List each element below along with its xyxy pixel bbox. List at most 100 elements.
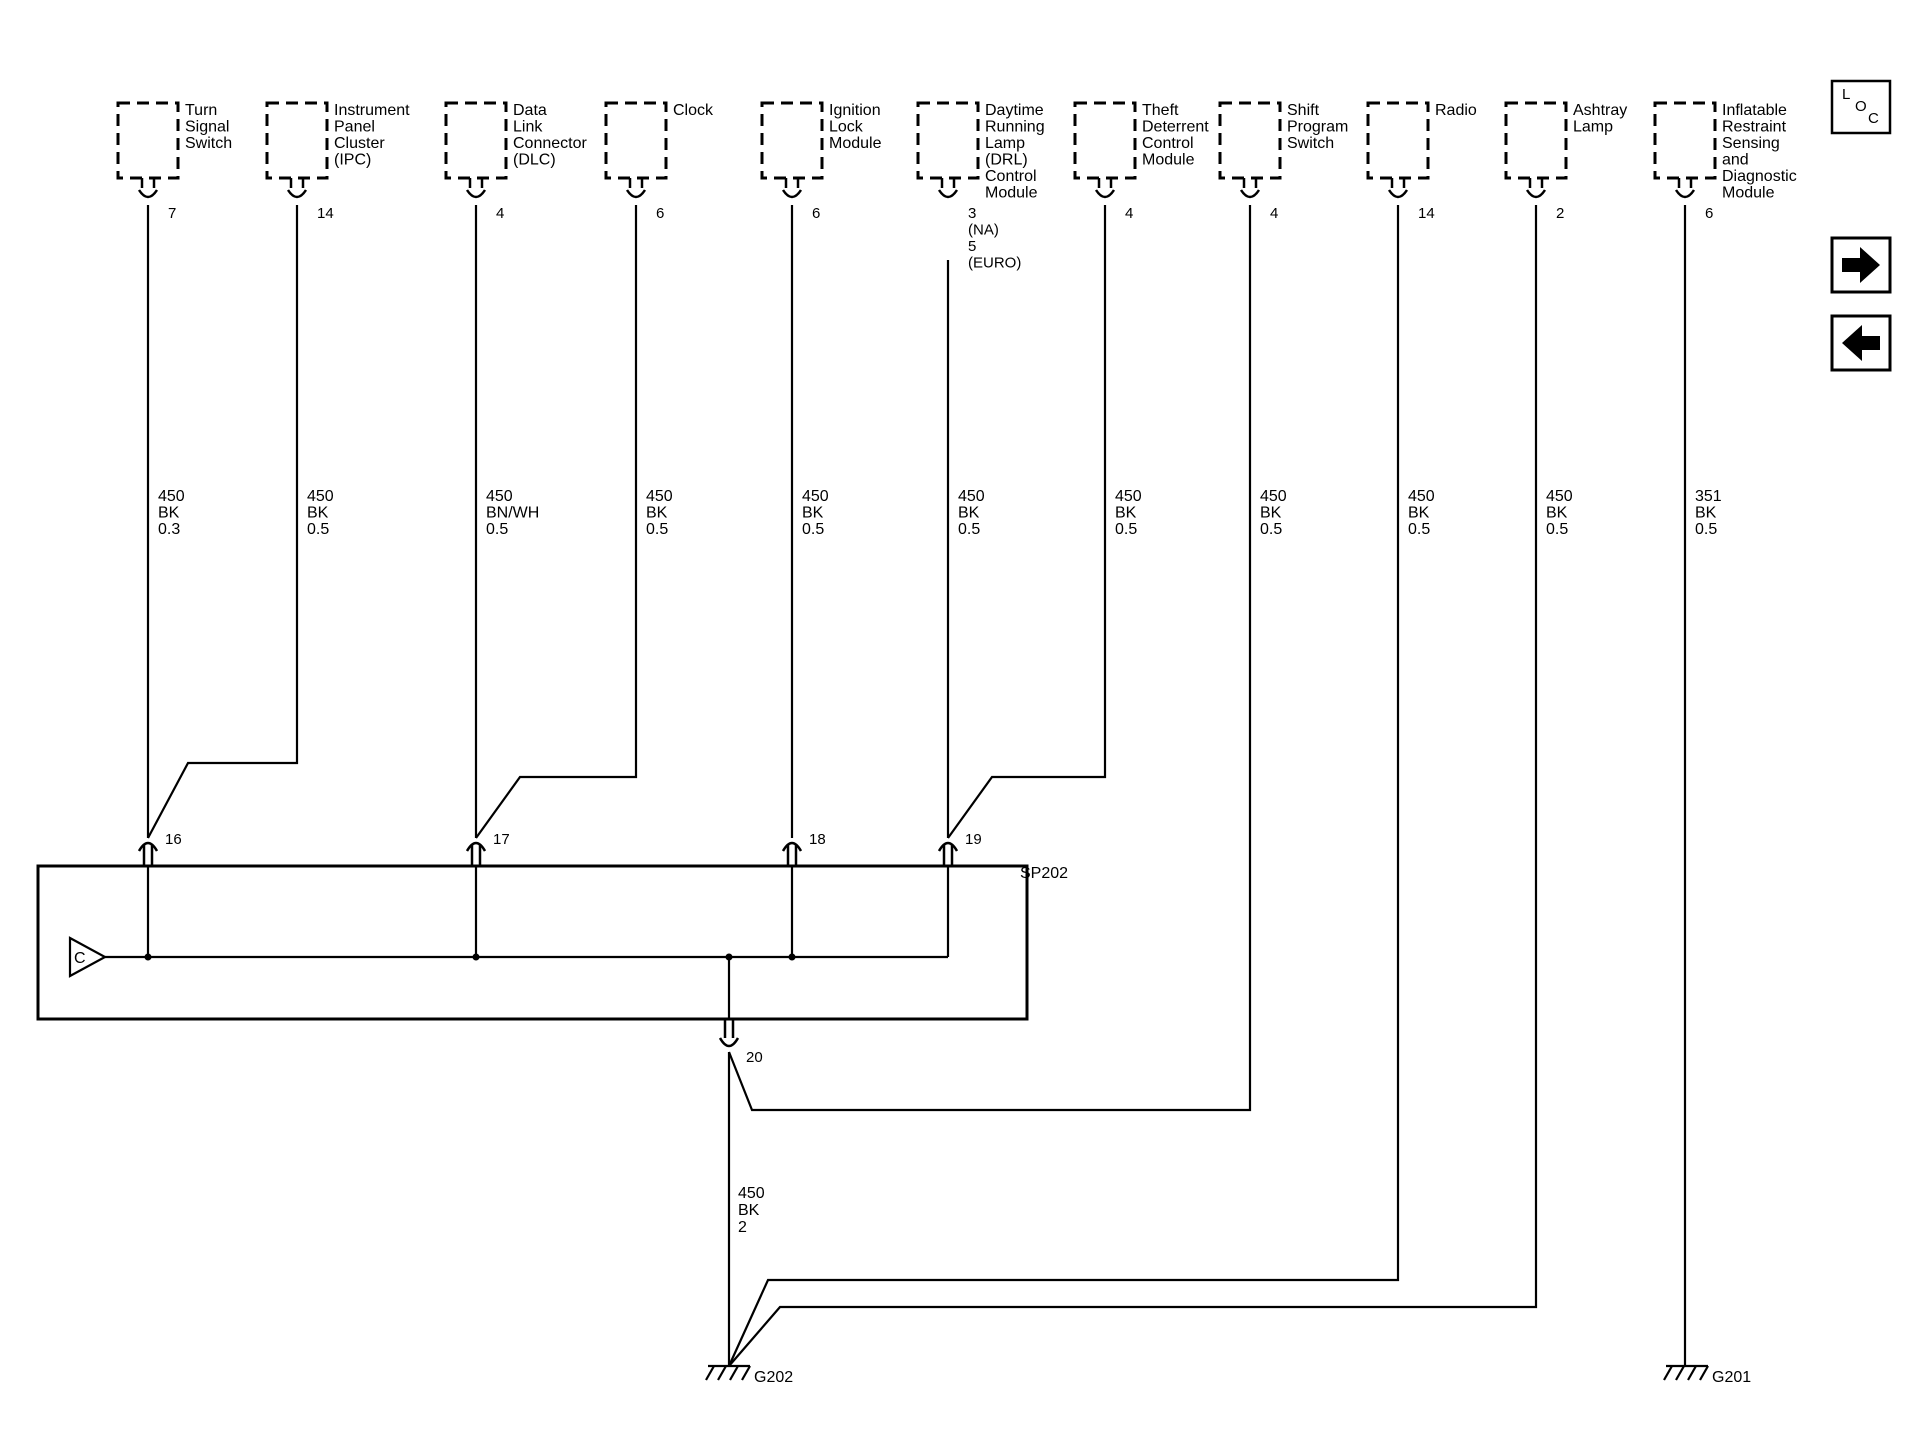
wire-label: 450 <box>1546 488 1573 505</box>
pin-number: 6 <box>656 205 664 222</box>
arrow-left-icon <box>1842 325 1880 361</box>
component-name-line: Switch <box>185 135 232 152</box>
component-name-line: Running <box>985 119 1045 136</box>
pin-number: (EURO) <box>968 255 1021 272</box>
terminal-cup <box>1525 189 1547 199</box>
splice-connector-label: C <box>74 950 86 967</box>
wire-label: BK <box>802 505 824 522</box>
component-name-line: Control <box>985 168 1037 185</box>
terminal-cup <box>781 841 803 852</box>
terminal-cup <box>625 189 647 199</box>
loc-letter-l: L <box>1842 86 1850 103</box>
loc-letter-c: C <box>1868 110 1879 127</box>
wire-label: 0.5 <box>1695 521 1717 538</box>
component-name-line: Instrument <box>334 102 410 119</box>
component-name-line: Cluster <box>334 135 385 152</box>
wire-label: 0.5 <box>486 521 508 538</box>
ground-wire-color: BK <box>738 1202 760 1219</box>
ground-wire-label: 450 BK 2 <box>738 1185 765 1236</box>
component-box <box>444 101 508 180</box>
component-name-line: Data <box>513 102 547 119</box>
component-name-line: Link <box>513 119 543 136</box>
pin-number: 4 <box>1270 205 1278 222</box>
wire-label: BK <box>1695 505 1717 522</box>
wire-label: BK <box>646 505 668 522</box>
splice-output-20: 20 <box>718 1019 763 1066</box>
component-name-line: Module <box>1142 152 1195 169</box>
loc-button[interactable]: L O C <box>1830 79 1892 135</box>
component-box <box>116 101 180 180</box>
wire-label: 0.5 <box>646 521 668 538</box>
component-name-line: Turn <box>185 102 217 119</box>
wire-label: BK <box>307 505 329 522</box>
pin-number: 2 <box>1556 205 1564 222</box>
terminal-cup <box>1094 189 1116 199</box>
wire-theft-deterrent <box>947 205 1107 839</box>
arrow-right-icon <box>1842 247 1880 283</box>
splice-junction-dot <box>472 953 480 961</box>
splice-junction-dot <box>144 953 152 961</box>
component-name-line: (IPC) <box>334 152 371 169</box>
next-page-button[interactable] <box>1830 236 1892 294</box>
splice-junction-dot <box>788 953 796 961</box>
component-name-line: Diagnostic <box>1722 168 1797 185</box>
ground-wire-size: 2 <box>738 1219 747 1236</box>
pin-number: 6 <box>812 205 820 222</box>
component-name-line: (DLC) <box>513 152 556 169</box>
wire-radio <box>727 205 1400 1367</box>
splice-input-16: 16 <box>137 831 182 866</box>
ground-g201: G201 <box>1663 1364 1751 1386</box>
terminal-cup <box>465 841 487 852</box>
wire-clock <box>475 205 638 839</box>
component-name-line: Lock <box>829 119 864 136</box>
component-name-line: Control <box>1142 135 1194 152</box>
component-name-line: Panel <box>334 119 375 136</box>
wire-label: 0.5 <box>1115 521 1137 538</box>
pin-number: 3 <box>968 205 976 222</box>
wire-shift-program-switch <box>727 205 1252 1112</box>
component-name-line: Shift <box>1287 102 1320 119</box>
component-inflatable-restraint-sensing-and-diagnostic-module: InflatableRestraintSensingandDiagnosticM… <box>1653 101 1797 538</box>
terminal-cup <box>286 189 308 199</box>
terminal-cup <box>937 189 959 199</box>
wire-label: 450 <box>486 488 513 505</box>
wire-label: 450 <box>307 488 334 505</box>
wire-label: 0.5 <box>1260 521 1282 538</box>
pin-number: 14 <box>1418 205 1435 222</box>
component-name-line: Lamp <box>1573 119 1613 136</box>
pin-number: 14 <box>317 205 334 222</box>
splice-pack-sp202: SP202 C <box>36 864 1068 1021</box>
component-box <box>1366 101 1430 180</box>
wire-label: 450 <box>1115 488 1142 505</box>
component-name-line: Restraint <box>1722 119 1787 136</box>
component-name-line: Signal <box>185 119 229 136</box>
pin-number: 7 <box>168 205 176 222</box>
prev-page-button[interactable] <box>1830 314 1892 372</box>
ground-wire-circuit: 450 <box>738 1185 765 1202</box>
component-daytime-running-lamp-drl-control-module: DaytimeRunningLamp(DRL)ControlModule3(NA… <box>916 101 1045 538</box>
terminal-cup <box>937 841 959 852</box>
component-box <box>1653 101 1717 180</box>
wire-label: 0.5 <box>1546 521 1568 538</box>
terminal-cup <box>465 189 487 199</box>
splice-connector-symbol: C <box>68 936 108 978</box>
component-name-line: Deterrent <box>1142 119 1209 136</box>
wire-label: BK <box>1546 505 1568 522</box>
pin-number: 6 <box>1705 205 1713 222</box>
component-name-line: Sensing <box>1722 135 1780 152</box>
splice-junction-dot <box>725 953 733 961</box>
wire-label: 0.3 <box>158 521 180 538</box>
component-box <box>265 101 329 180</box>
pin-number: 4 <box>496 205 504 222</box>
wire-label: BK <box>958 505 980 522</box>
wire-label: 450 <box>958 488 985 505</box>
component-name-line: Module <box>985 185 1038 202</box>
splice-input-18: 18 <box>781 831 826 866</box>
component-name-line: Switch <box>1287 135 1334 152</box>
